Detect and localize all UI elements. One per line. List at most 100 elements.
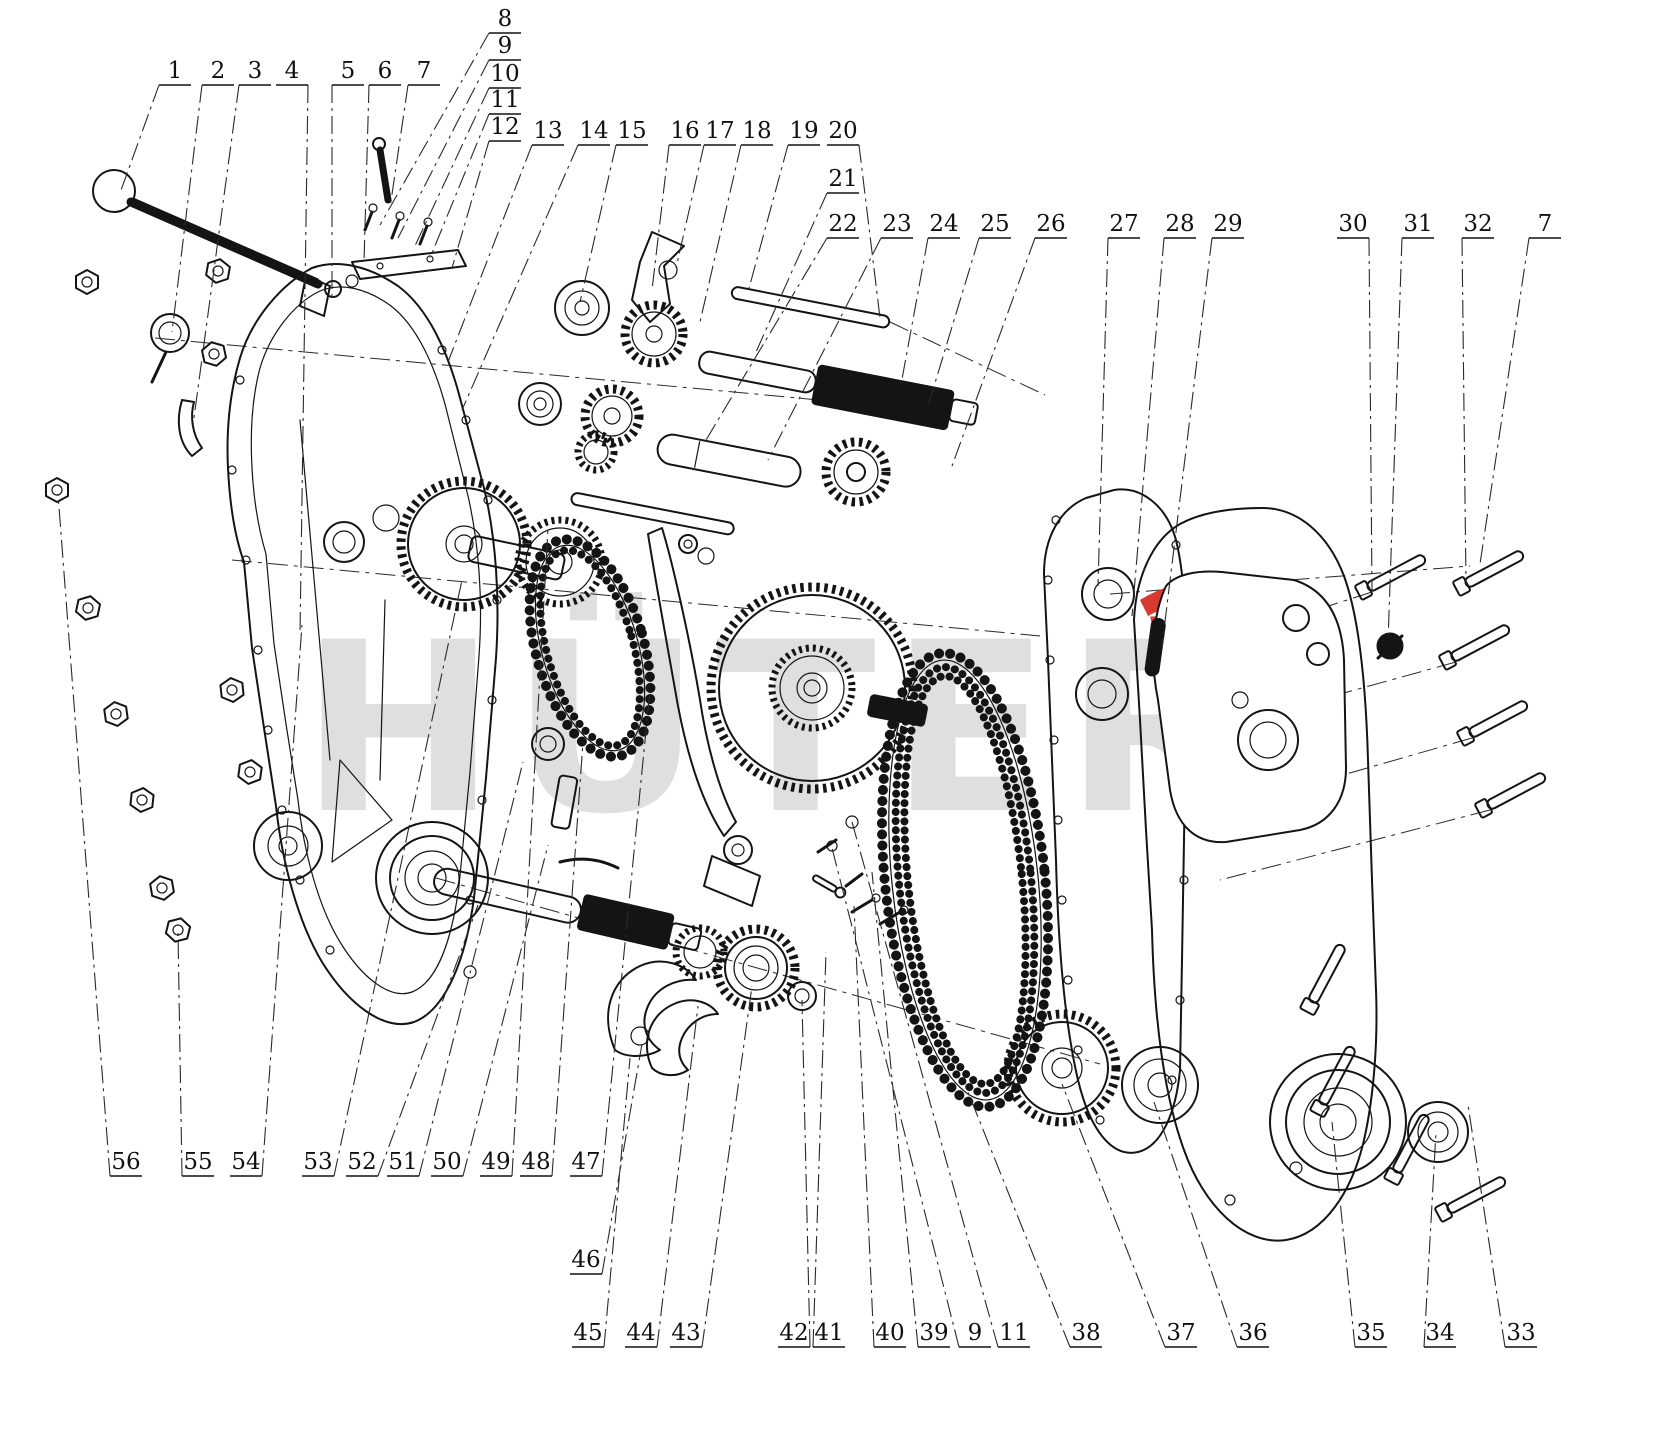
leader-line-11 — [851, 821, 999, 1348]
leader-line-7 — [1479, 237, 1530, 565]
leader-line-25 — [927, 237, 980, 407]
oil-seal — [150, 313, 203, 457]
part-label-11: 11 — [490, 87, 519, 113]
part-label-8: 8 — [498, 6, 513, 32]
part-label-33: 33 — [1506, 1320, 1535, 1346]
leader-line-43 — [701, 985, 753, 1348]
part-label-46: 46 — [571, 1247, 600, 1273]
part-label-30: 30 — [1338, 211, 1367, 237]
leader-line-11 — [429, 113, 490, 259]
part-label-24: 24 — [929, 211, 958, 237]
leader-line-17 — [675, 144, 705, 269]
leader-line-23 — [767, 237, 882, 461]
part-label-50: 50 — [432, 1149, 461, 1175]
part-label-7: 7 — [1538, 211, 1553, 237]
part-label-21: 21 — [828, 166, 857, 192]
part-label-56: 56 — [111, 1149, 140, 1175]
part-label-23: 23 — [882, 211, 911, 237]
part-label-45: 45 — [573, 1320, 602, 1346]
leader-line-38 — [967, 1091, 1071, 1348]
leader-line-29 — [1161, 237, 1213, 647]
left-housing — [226, 263, 502, 1025]
leader-line-18 — [699, 144, 742, 323]
part-label-48: 48 — [521, 1149, 550, 1175]
part-label-14: 14 — [579, 118, 608, 144]
leader-line-24 — [899, 237, 929, 391]
leader-line-14 — [461, 144, 579, 411]
part-label-11: 11 — [999, 1320, 1028, 1346]
part-label-28: 28 — [1165, 211, 1194, 237]
shift-lever — [92, 169, 359, 317]
leader-line-21 — [755, 192, 828, 353]
leader-line-30 — [1368, 237, 1373, 591]
leader-line-40 — [853, 905, 875, 1348]
leader-line-41 — [812, 951, 827, 1348]
leader-line-27 — [1097, 237, 1109, 587]
part-label-54: 54 — [231, 1149, 260, 1175]
part-label-18: 18 — [742, 118, 771, 144]
part-label-34: 34 — [1425, 1320, 1454, 1346]
leader-line-3 — [192, 84, 240, 426]
lower-shaft-assembly — [433, 727, 728, 980]
part-label-7: 7 — [417, 58, 432, 84]
leader-line-52 — [377, 904, 479, 1177]
part-label-31: 31 — [1403, 211, 1432, 237]
part-label-4: 4 — [285, 58, 300, 84]
part-label-47: 47 — [571, 1149, 600, 1175]
leader-line-2 — [171, 84, 203, 333]
part-label-15: 15 — [617, 118, 646, 144]
part-label-55: 55 — [183, 1149, 212, 1175]
leader-line-48 — [551, 741, 584, 1177]
part-label-42: 42 — [779, 1320, 808, 1346]
part-label-6: 6 — [378, 58, 393, 84]
part-label-29: 29 — [1213, 211, 1242, 237]
leader-line-35 — [1331, 1121, 1356, 1348]
leader-line-1 — [119, 84, 160, 194]
part-label-35: 35 — [1356, 1320, 1385, 1346]
top-plate-and-screws — [351, 137, 467, 280]
leader-line-39 — [871, 871, 919, 1348]
leader-line-6 — [363, 84, 370, 263]
part-label-27: 27 — [1109, 211, 1138, 237]
part-label-13: 13 — [533, 118, 562, 144]
part-label-49: 49 — [481, 1149, 510, 1175]
watermark: HÜTER — [300, 591, 1259, 866]
part-label-53: 53 — [303, 1149, 332, 1175]
leader-line-44 — [656, 1005, 699, 1348]
part-label-1: 1 — [168, 58, 183, 84]
part-label-12: 12 — [490, 114, 519, 140]
leader-line-51 — [418, 761, 524, 1177]
right-housing — [1121, 507, 1407, 1242]
leader-line-36 — [1153, 1101, 1238, 1348]
leader-line-45 — [603, 1057, 631, 1348]
part-label-3: 3 — [248, 58, 263, 84]
part-label-32: 32 — [1463, 211, 1492, 237]
leader-line-34 — [1423, 1131, 1437, 1348]
primary-gear-and-chain — [396, 476, 656, 762]
leader-line-47 — [601, 689, 651, 1177]
watermark-text: HÜTER — [300, 591, 1259, 866]
leader-lines — [57, 32, 1530, 1348]
part-label-20: 20 — [828, 118, 857, 144]
leader-line-22 — [705, 237, 828, 441]
leader-line-7 — [389, 84, 409, 209]
part-label-39: 39 — [919, 1320, 948, 1346]
part-label-37: 37 — [1166, 1320, 1195, 1346]
part-label-25: 25 — [980, 211, 1009, 237]
leader-line-10 — [413, 87, 490, 249]
shift-forks — [607, 960, 719, 1076]
upper-gear-train — [518, 231, 979, 565]
leader-line-9 — [831, 847, 960, 1348]
leader-line-8 — [379, 32, 490, 226]
leader-line-15 — [579, 144, 617, 303]
leader-line-33 — [1467, 1104, 1506, 1348]
leader-line-31 — [1387, 237, 1403, 643]
part-label-5: 5 — [341, 58, 356, 84]
part-label-26: 26 — [1036, 211, 1065, 237]
leader-line-28 — [1131, 237, 1165, 617]
part-label-19: 19 — [789, 118, 818, 144]
part-label-9: 9 — [498, 33, 513, 59]
